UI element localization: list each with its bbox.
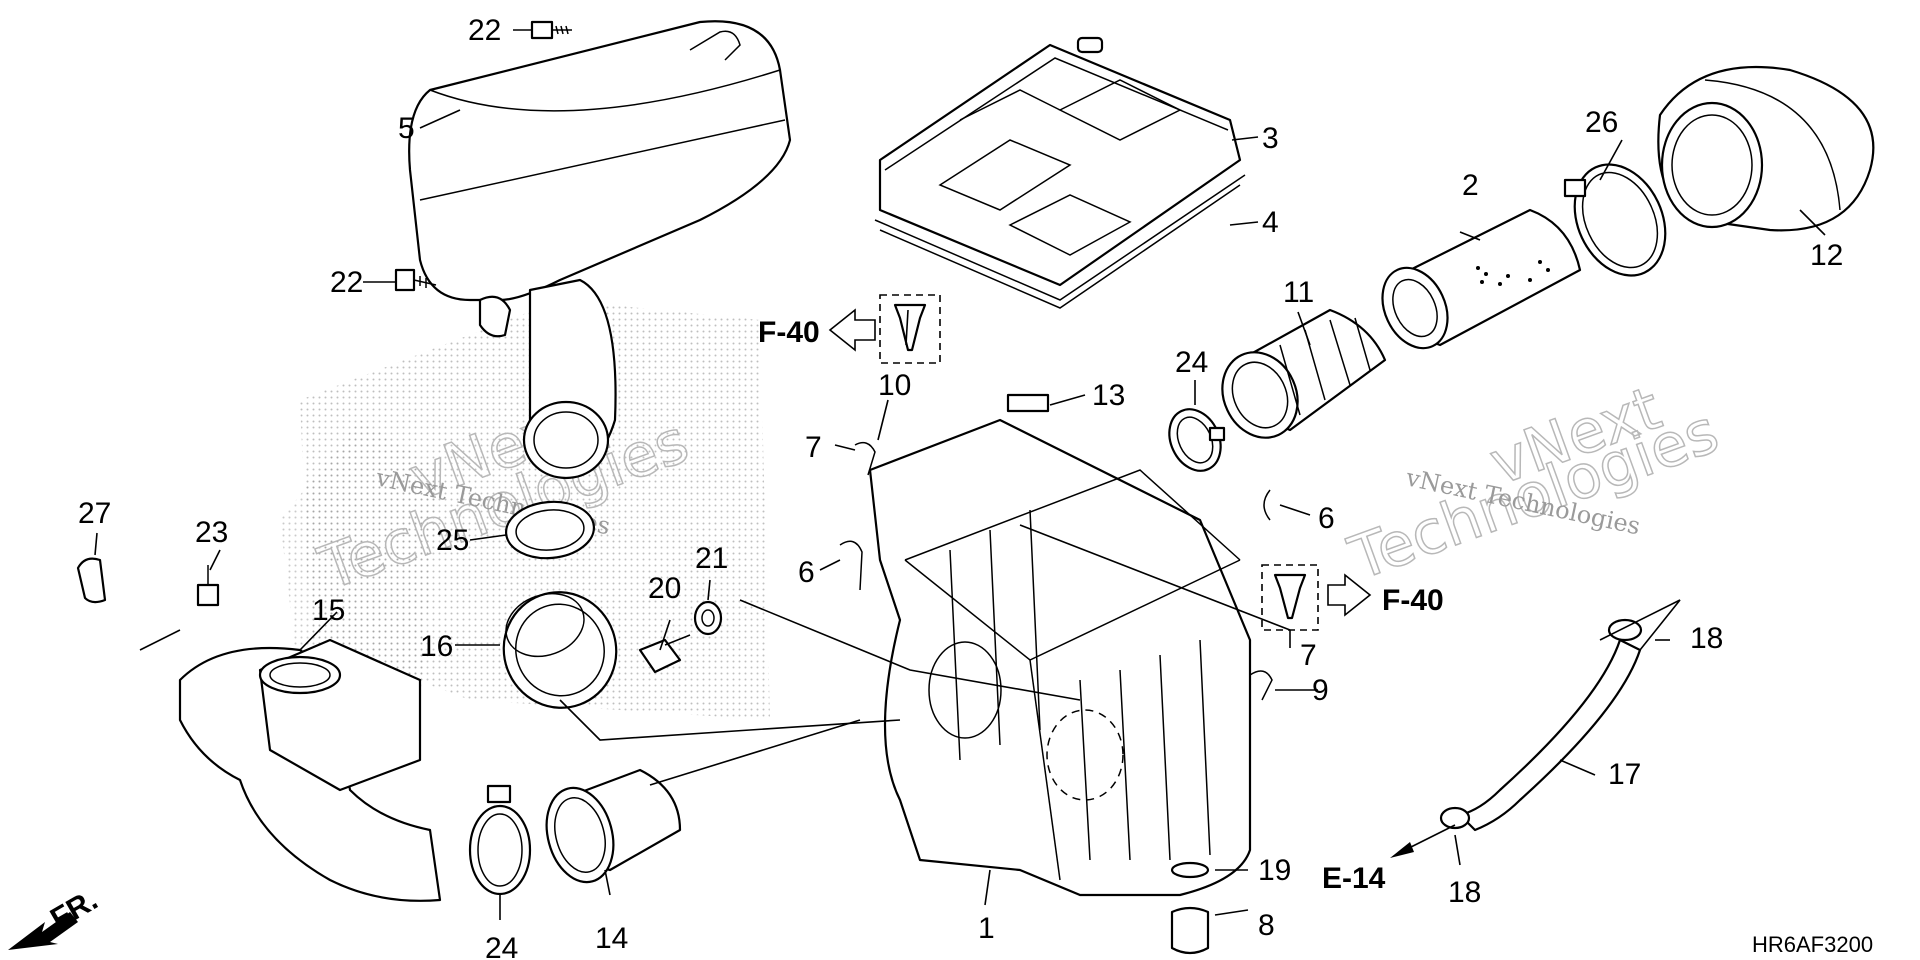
part-21-grommet [693,600,723,636]
ref-e14: E-14 [1322,862,1386,895]
bolt-22-lower [394,268,512,338]
part-18-clip-lower [1439,806,1471,830]
callout-6-left: 6 [798,556,815,589]
diagram-code: HR6AF3200 [1752,932,1873,957]
part-17-breather-hose [1458,638,1642,832]
part-8-drain-cap [1170,906,1210,955]
callout-18-lower: 18 [1448,876,1481,909]
part-1-air-cleaner-case [868,393,1252,897]
callout-18-upper: 18 [1690,622,1723,655]
callout-25: 25 [436,524,469,557]
callout-19: 19 [1258,854,1291,887]
callout-13: 13 [1092,379,1125,412]
callout-16: 16 [420,630,453,663]
callout-8: 8 [1258,909,1275,942]
callouts: 22 22 5 3 4 2 26 12 11 13 24 10 7 6 6 7 … [78,14,1843,960]
part-24-clamp-lower [468,784,532,896]
part-20-sensor [638,634,691,674]
part-16-duct-seal [502,591,618,709]
part-26-clamp [1563,163,1667,277]
bolt-22-upper [530,20,572,40]
callout-3: 3 [1262,122,1279,155]
callout-24-lower: 24 [485,932,518,960]
ref-arrow-right-icon [1327,573,1372,617]
part-12-outer-filter [1657,65,1875,232]
callout-12: 12 [1810,239,1843,272]
callout-23: 23 [195,516,228,549]
callout-7-left: 7 [805,431,822,464]
callout-11: 11 [1283,276,1314,309]
ref-f40-right: F-40 [1382,584,1444,617]
callout-26: 26 [1585,106,1618,139]
part-5-intake-duct [408,20,792,480]
part-11-connecting-boot [1221,308,1387,439]
part-19-ring [1170,861,1210,879]
callout-4: 4 [1262,206,1279,239]
callout-6-right: 6 [1318,502,1335,535]
callout-21: 21 [695,542,728,575]
part-27-clip [76,557,107,604]
e14-arrow-icon [1390,824,1456,858]
part-23-bolt [196,565,220,607]
callout-15: 15 [312,594,345,627]
callout-14: 14 [595,922,628,955]
element-dots [1476,260,1550,286]
part-15-inlet-duct [178,638,442,902]
leader-lines [94,29,1826,920]
part-18-clip-upper [1607,618,1643,642]
callout-24-upper: 24 [1175,346,1208,379]
callout-2: 2 [1462,169,1479,202]
part-9-clip [1249,670,1273,701]
ref-f40-left: F-40 [758,316,820,349]
fr-arrow-icon [8,912,78,950]
part-24-clamp-upper [1168,408,1226,472]
part-4-gasket [874,174,1246,309]
part-6-clip-right [1263,489,1271,521]
callout-27: 27 [78,497,111,530]
rivet-box-right [1261,564,1319,631]
callout-22-lower: 22 [330,266,363,299]
callout-5: 5 [398,112,415,145]
callout-20: 20 [648,572,681,605]
part-3-case-cover [878,36,1242,287]
part-14-tube-joint [545,768,682,884]
part-25-clamp [504,500,596,560]
callout-7-right: 7 [1300,639,1317,672]
part-2-filter-element [1381,208,1582,350]
callout-10: 10 [878,369,911,402]
callout-17: 17 [1608,758,1641,791]
rivet-box-left [879,294,941,364]
callout-22-upper: 22 [468,14,501,47]
callout-9: 9 [1312,674,1329,707]
part-6-clip-left [839,540,863,591]
callout-1: 1 [978,912,995,945]
ref-arrow-left-icon [828,308,876,352]
part-7-clip-left [854,441,876,476]
